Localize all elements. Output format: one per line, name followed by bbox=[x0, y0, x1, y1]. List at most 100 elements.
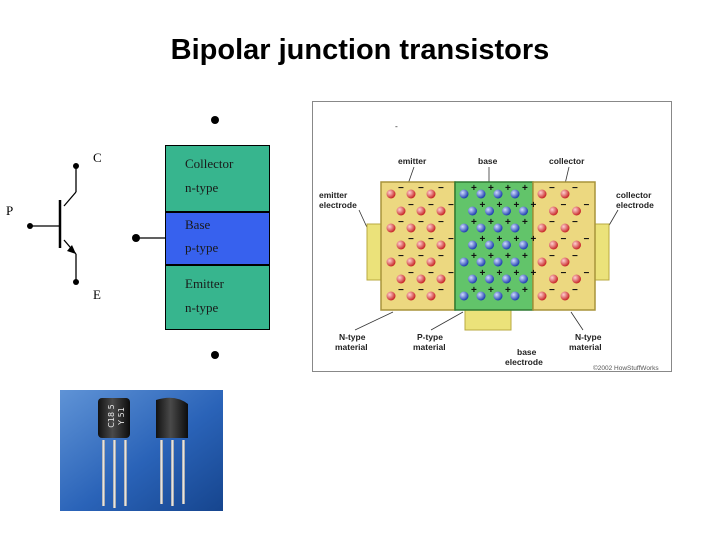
transistor-right-icon bbox=[156, 397, 188, 506]
hole-particle bbox=[519, 274, 528, 284]
marking-line-2: Y 51 bbox=[117, 407, 126, 426]
hole-particle bbox=[459, 291, 469, 301]
electron-particle bbox=[560, 223, 570, 233]
n-type-left-line2: material bbox=[335, 342, 368, 352]
svg-text:−: − bbox=[572, 183, 578, 194]
collector-label: C bbox=[93, 150, 102, 165]
n-type-left-line1: N-type bbox=[339, 332, 366, 342]
svg-text:−: − bbox=[561, 234, 567, 245]
dash-mark: - bbox=[395, 121, 398, 131]
transistor-symbol bbox=[27, 163, 79, 285]
svg-text:+: + bbox=[514, 200, 520, 211]
svg-text:−: − bbox=[572, 217, 578, 228]
svg-text:+: + bbox=[497, 268, 503, 279]
svg-text:+: + bbox=[471, 217, 477, 228]
bottom-terminal-dot bbox=[211, 351, 219, 359]
svg-text:−: − bbox=[549, 217, 555, 228]
svg-text:−: − bbox=[398, 183, 404, 194]
electron-particle bbox=[426, 257, 436, 267]
hole-particle bbox=[519, 206, 528, 216]
svg-text:+: + bbox=[505, 217, 511, 228]
svg-text:−: − bbox=[438, 217, 444, 228]
svg-text:+: + bbox=[497, 234, 503, 245]
svg-text:+: + bbox=[471, 285, 477, 296]
hole-particle bbox=[476, 257, 486, 267]
collector-particles: −−−−−−−−−−−−−− bbox=[537, 183, 590, 301]
svg-text:−: − bbox=[428, 234, 434, 245]
svg-text:electrode: electrode bbox=[319, 200, 357, 210]
electron-particle bbox=[416, 206, 426, 216]
base-terminal bbox=[27, 223, 33, 229]
svg-text:+: + bbox=[522, 183, 528, 194]
svg-text:−: − bbox=[408, 268, 414, 279]
electron-particle bbox=[386, 257, 396, 267]
hole-particle bbox=[510, 257, 520, 267]
hole-particle bbox=[459, 223, 469, 233]
svg-text:−: − bbox=[448, 234, 454, 245]
hole-particle bbox=[510, 223, 520, 233]
svg-text:+: + bbox=[522, 217, 528, 228]
electron-particle bbox=[426, 189, 436, 199]
svg-text:collector: collector bbox=[616, 190, 652, 200]
svg-text:−: − bbox=[549, 183, 555, 194]
hole-particle bbox=[459, 257, 469, 267]
svg-text:+: + bbox=[488, 251, 494, 262]
electron-particle bbox=[396, 274, 406, 284]
electron-particle bbox=[416, 274, 426, 284]
region-label-emitter: emitter bbox=[398, 156, 427, 166]
svg-text:+: + bbox=[531, 200, 537, 211]
electron-particle bbox=[386, 291, 396, 301]
electron-particle bbox=[572, 274, 581, 284]
electron-particle bbox=[426, 223, 436, 233]
hole-particle bbox=[510, 291, 520, 301]
emitter-electrode-line2: electrode bbox=[319, 200, 357, 210]
electron-particle bbox=[386, 223, 396, 233]
p-type-line1: P-type bbox=[417, 332, 443, 342]
n-type-right-line1: N-type bbox=[575, 332, 602, 342]
svg-text:−: − bbox=[584, 268, 590, 279]
hole-particle bbox=[468, 240, 477, 250]
svg-text:−: − bbox=[398, 285, 404, 296]
top-terminal-dot bbox=[211, 116, 219, 124]
svg-text:−: − bbox=[448, 200, 454, 211]
hole-particle bbox=[476, 223, 486, 233]
base-layer-type: p-type bbox=[185, 240, 219, 255]
emitter-label: E bbox=[93, 287, 101, 302]
svg-text:N-type: N-type bbox=[575, 332, 602, 342]
layer-stack-terminals bbox=[132, 116, 219, 359]
svg-text:+: + bbox=[488, 183, 494, 194]
hole-particle bbox=[468, 206, 477, 216]
svg-text:N-type: N-type bbox=[339, 332, 366, 342]
svg-text:+: + bbox=[505, 183, 511, 194]
hole-particle bbox=[485, 206, 494, 216]
svg-text:−: − bbox=[398, 217, 404, 228]
emitter-layer: Emitter n-type bbox=[165, 265, 270, 330]
base-electrode bbox=[464, 307, 512, 331]
collector-n-region bbox=[532, 181, 596, 311]
svg-text:+: + bbox=[522, 251, 528, 262]
emitter-particles: −−−−−−−−−−−−−−−−−−−−− bbox=[386, 183, 454, 301]
electron-particle bbox=[406, 223, 416, 233]
svg-text:−: − bbox=[561, 200, 567, 211]
n-type-right-line2: material bbox=[569, 342, 602, 352]
electron-particle bbox=[560, 257, 570, 267]
hole-particle bbox=[459, 189, 469, 199]
hole-particle bbox=[493, 291, 503, 301]
base-layer: Base p-type bbox=[165, 212, 270, 265]
collector-layer-name: Collector bbox=[185, 156, 234, 171]
electron-particle bbox=[436, 240, 446, 250]
svg-text:−: − bbox=[549, 251, 555, 262]
svg-text:electrode: electrode bbox=[616, 200, 654, 210]
electron-particle bbox=[537, 223, 547, 233]
electron-particle bbox=[549, 206, 558, 216]
electron-particle bbox=[436, 206, 446, 216]
electron-particle bbox=[396, 206, 406, 216]
collector-layer: Collector n-type bbox=[165, 145, 270, 212]
hole-particle bbox=[485, 240, 494, 250]
svg-text:−: − bbox=[418, 251, 424, 262]
electron-particle bbox=[560, 291, 570, 301]
electron-particle bbox=[406, 189, 416, 199]
svg-text:+: + bbox=[471, 251, 477, 262]
svg-text:+: + bbox=[471, 183, 477, 194]
electron-particle bbox=[406, 291, 416, 301]
